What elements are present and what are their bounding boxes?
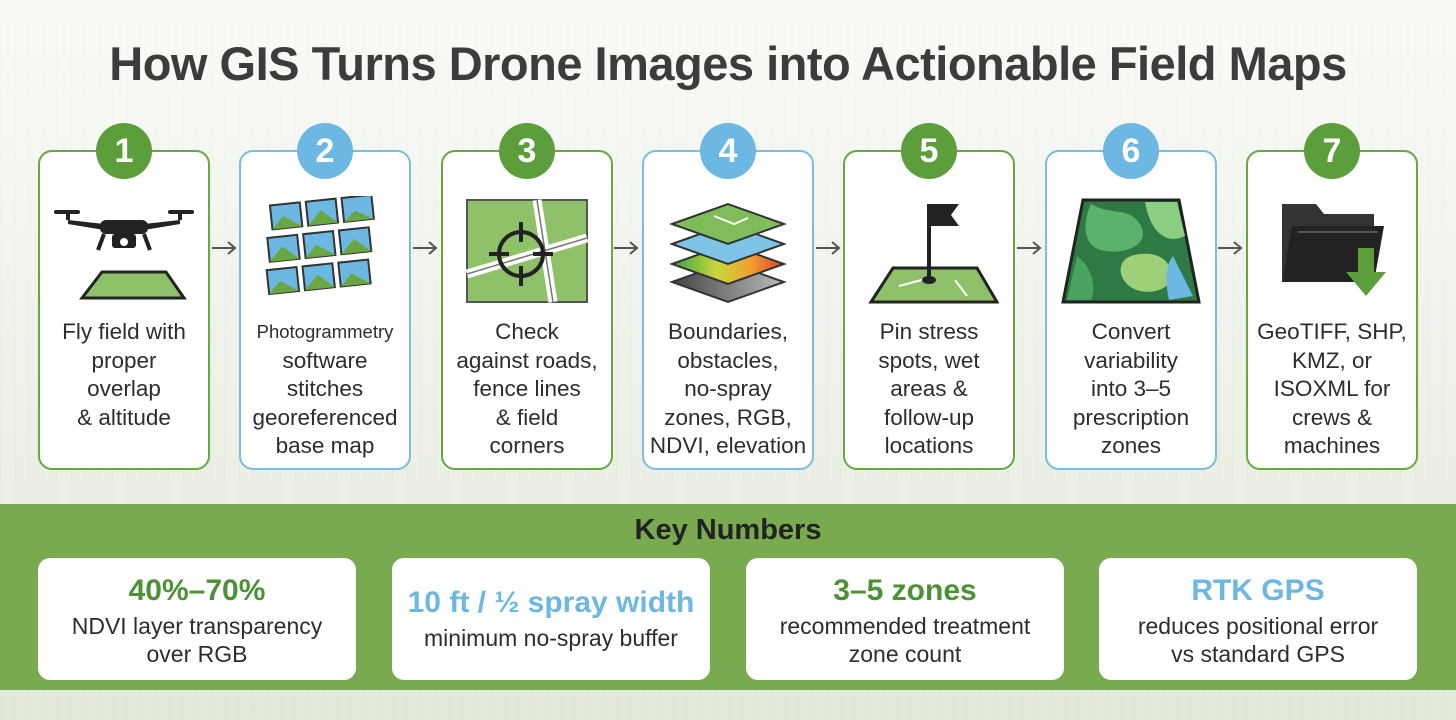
step-card-6: Convert variability into 3–5 prescriptio… [1045, 150, 1217, 470]
step-badge-7: 7 [1304, 123, 1360, 179]
step-card-4: Boundaries, obstacles, no-spray zones, R… [642, 150, 814, 470]
arrow-right-icon [212, 241, 237, 255]
step-card-5: Pin stress spots, wet areas & follow-up … [843, 150, 1015, 470]
step-text-6: Convert variability into 3–5 prescriptio… [1072, 319, 1190, 458]
arrow-right-icon [816, 241, 841, 255]
step-badge-1: 1 [96, 123, 152, 179]
step-card-2: Photogrammetry software stitches georefe… [239, 150, 411, 470]
key-number-desc: recommended treatment zone count [779, 613, 1031, 667]
step-badge-5: 5 [901, 123, 957, 179]
zone-map-icon [1061, 198, 1201, 304]
arrow-right-icon [413, 241, 438, 255]
key-number-value: 3–5 zones [833, 574, 977, 607]
key-number-value: RTK GPS [1191, 574, 1325, 607]
key-number-desc: NDVI layer transparency over RGB [71, 613, 323, 667]
key-number-desc: reduces positional error vs standard GPS [1137, 613, 1379, 667]
step-badge-2: 2 [297, 123, 353, 179]
step-card-7: GeoTIFF, SHP, KMZ, or ISOXML for crews &… [1246, 150, 1418, 470]
step-text-3: Check against roads, fence lines & field… [456, 319, 598, 458]
key-numbers-title: Key Numbers [634, 514, 822, 546]
key-number-card-1: 40%–70% NDVI layer transparency over RGB [38, 558, 356, 680]
step-text-7: GeoTIFF, SHP, KMZ, or ISOXML for crews &… [1257, 319, 1407, 458]
arrow-right-icon [1218, 241, 1243, 255]
folder-download-icon [1282, 204, 1386, 296]
step-card-3: Check against roads, fence lines & field… [441, 150, 613, 470]
step-text-1: Fly field with proper overlap & altitude [62, 319, 186, 430]
key-number-value: 40%–70% [128, 574, 266, 607]
key-number-card-4: RTK GPS reduces positional error vs stan… [1099, 558, 1417, 680]
key-number-card-3: 3–5 zones recommended treatment zone cou… [746, 558, 1064, 680]
page-title: How GIS Turns Drone Images into Actionab… [109, 37, 1347, 90]
step-text-2: Photogrammetry software stitches georefe… [252, 321, 398, 458]
step-badge-6: 6 [1103, 123, 1159, 179]
arrow-right-icon [1017, 241, 1042, 255]
key-number-desc: minimum no-spray buffer [424, 625, 678, 651]
key-number-value: 10 ft / ½ spray width [407, 586, 695, 619]
photo-stitch-icon [265, 196, 375, 296]
key-number-card-2: 10 ft / ½ spray width minimum no-spray b… [392, 558, 710, 680]
flag-pin-icon [868, 204, 999, 304]
step-text-5: Pin stress spots, wet areas & follow-up … [878, 319, 980, 458]
layers-icon [669, 202, 787, 304]
arrow-right-icon [614, 241, 639, 255]
crosshair-map-icon [465, 199, 589, 303]
step-badge-4: 4 [700, 123, 756, 179]
step-text-4: Boundaries, obstacles, no-spray zones, R… [649, 319, 807, 458]
step-card-1: Fly field with proper overlap & altitude [38, 150, 210, 470]
step-badge-3: 3 [499, 123, 555, 179]
drone-icon [54, 210, 194, 300]
